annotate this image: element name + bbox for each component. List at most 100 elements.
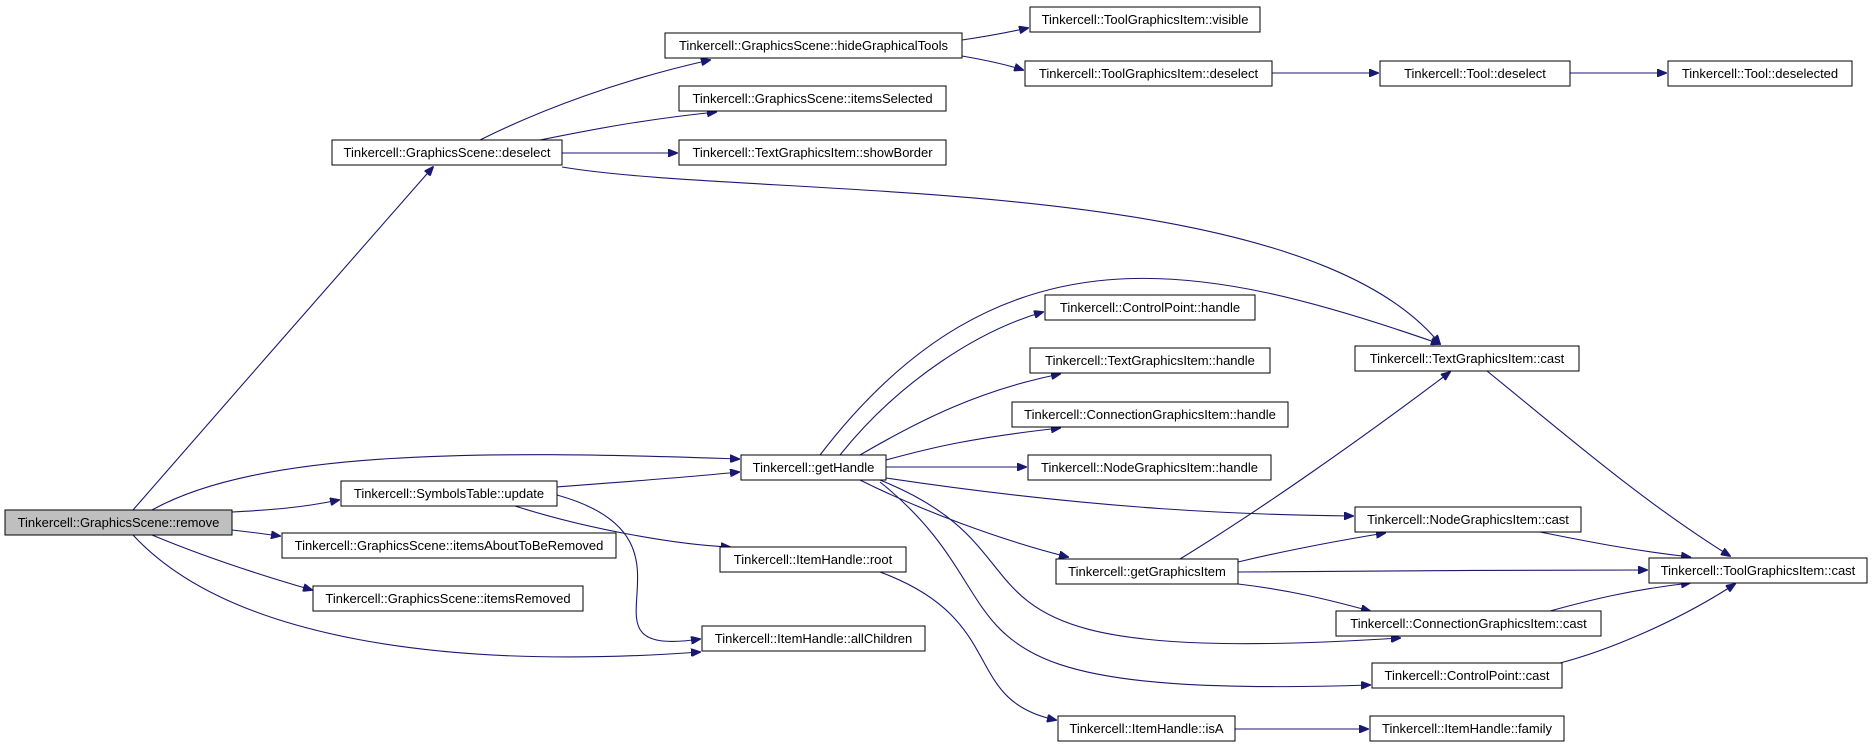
node-label: Tinkercell::ItemHandle::isA [1069,721,1223,736]
edge-remove-to-getHandle [151,454,739,511]
edge-getHandle-to-cpHandle [839,312,1043,456]
node-box [678,139,947,166]
node-box [281,532,617,559]
node-label: Tinkercell::ToolGraphicsItem::deselect [1039,66,1259,81]
node-box [1335,610,1602,637]
node-ihAllChildren[interactable]: Tinkercell::ItemHandle::allChildren [701,625,926,652]
node-ihRoot[interactable]: Tinkercell::ItemHandle::root [719,546,907,573]
node-label: Tinkercell::ControlPoint::cast [1385,668,1550,683]
edge-ihRoot-to-ihIsA [879,571,1056,720]
node-box [664,32,963,59]
node-nodeHandle[interactable]: Tinkercell::NodeGraphicsItem::handle [1027,454,1272,481]
node-aboutToRemove[interactable]: Tinkercell::GraphicsScene::itemsAboutToB… [281,532,617,559]
node-box [340,480,558,507]
node-label: Tinkercell::ItemHandle::root [734,552,893,567]
edge-hideTools-to-tgiDeselect [961,55,1023,70]
edge-getHandle-to-getGraphicsItem [859,479,1068,557]
node-itemsRemoved[interactable]: Tinkercell::GraphicsScene::itemsRemoved [312,585,584,612]
edge-txtCast-to-toolCast [1486,370,1730,556]
node-label: Tinkercell::Tool::deselect [1404,66,1546,81]
node-label: Tinkercell::GraphicsScene::itemsRemoved [325,591,570,606]
node-label: Tinkercell::NodeGraphicsItem::cast [1367,512,1569,527]
edge-symUpdate-to-ihRoot [514,505,730,547]
edge-remove-to-ihAllChildren [132,534,700,658]
node-box [1055,558,1239,585]
node-txtCast[interactable]: Tinkercell::TextGraphicsItem::cast [1354,345,1580,372]
node-box [719,546,907,573]
edge-getHandle-to-connCast [879,479,1400,645]
edge-nodeCast-to-toolCast [1539,531,1690,557]
edge-symUpdate-to-getHandle [556,472,739,488]
node-box [331,139,563,166]
node-connHandle[interactable]: Tinkercell::ConnectionGraphicsItem::hand… [1011,401,1289,428]
node-deselect[interactable]: Tinkercell::GraphicsScene::deselect [331,139,563,166]
node-symUpdate[interactable]: Tinkercell::SymbolsTable::update [340,480,558,507]
node-label: Tinkercell::ItemHandle::allChildren [715,631,913,646]
node-box [1354,506,1582,533]
node-txtHandle[interactable]: Tinkercell::TextGraphicsItem::handle [1029,347,1271,374]
edge-symUpdate-to-ihAllChildren [556,494,700,641]
node-box [701,625,926,652]
node-ihFamily[interactable]: Tinkercell::ItemHandle::family [1369,715,1565,742]
node-label: Tinkercell::ControlPoint::handle [1060,300,1240,315]
edge-getHandle-to-connHandle [885,428,1060,461]
node-box [4,509,233,536]
edge-hideTools-to-tgiVisible [961,28,1028,41]
node-hideTools[interactable]: Tinkercell::GraphicsScene::hideGraphical… [664,32,963,59]
node-box [1379,60,1571,87]
node-cpHandle[interactable]: Tinkercell::ControlPoint::handle [1044,294,1256,321]
node-box [1354,345,1580,372]
node-ihIsA[interactable]: Tinkercell::ItemHandle::isA [1057,715,1236,742]
node-remove[interactable]: Tinkercell::GraphicsScene::remove [4,509,233,536]
node-tgiDeselect[interactable]: Tinkercell::ToolGraphicsItem::deselect [1024,60,1273,87]
node-label: Tinkercell::NodeGraphicsItem::handle [1041,460,1258,475]
node-showBorder[interactable]: Tinkercell::TextGraphicsItem::showBorder [678,139,947,166]
node-label: Tinkercell::getGraphicsItem [1068,564,1226,579]
edge-getGraphicsItem-to-txtCast [1179,372,1450,560]
node-box [1371,662,1563,689]
edge-deselect-to-itemsSelected [539,112,716,141]
node-label: Tinkercell::GraphicsScene::hideGraphical… [679,38,949,53]
node-label: Tinkercell::GraphicsScene::itemsAboutToB… [295,538,604,553]
node-getGraphicsItem[interactable]: Tinkercell::getGraphicsItem [1055,558,1239,585]
node-box [1057,715,1236,742]
node-label: Tinkercell::TextGraphicsItem::cast [1370,351,1565,366]
node-toolCast[interactable]: Tinkercell::ToolGraphicsItem::cast [1648,557,1868,584]
node-label: Tinkercell::SymbolsTable::update [354,486,544,501]
node-nodeCast[interactable]: Tinkercell::NodeGraphicsItem::cast [1354,506,1582,533]
node-itemsSelected[interactable]: Tinkercell::GraphicsScene::itemsSelected [678,85,947,112]
edge-getHandle-to-nodeCast [885,477,1353,516]
node-toolDeselect[interactable]: Tinkercell::Tool::deselect [1379,60,1571,87]
node-label: Tinkercell::ToolGraphicsItem::visible [1042,12,1249,27]
edge-deselect-to-hideTools [479,60,710,141]
node-getHandle[interactable]: Tinkercell::getHandle [740,454,887,481]
node-box [1667,60,1853,87]
node-label: Tinkercell::TextGraphicsItem::showBorder [692,145,933,160]
node-box [1648,557,1868,584]
node-box [1044,294,1256,321]
node-box [312,585,584,612]
node-label: Tinkercell::Tool::deselected [1682,66,1838,81]
nodes-layer: Tinkercell::GraphicsScene::removeTinkerc… [4,6,1868,742]
node-connCast[interactable]: Tinkercell::ConnectionGraphicsItem::cast [1335,610,1602,637]
edge-getHandle-to-txtHandle [859,374,1060,456]
edge-getGraphicsItem-to-toolCast [1237,570,1647,572]
node-label: Tinkercell::ConnectionGraphicsItem::cast [1350,616,1587,631]
node-box [1029,6,1261,33]
node-box [678,85,947,112]
node-label: Tinkercell::ConnectionGraphicsItem::hand… [1024,407,1276,422]
node-label: Tinkercell::GraphicsScene::deselect [344,145,551,160]
edge-remove-to-deselect [132,167,433,511]
edge-remove-to-aboutToRemove [231,529,280,536]
node-tgiVisible[interactable]: Tinkercell::ToolGraphicsItem::visible [1029,6,1261,33]
node-box [1029,347,1271,374]
node-label: Tinkercell::GraphicsScene::itemsSelected [692,91,932,106]
node-box [1369,715,1565,742]
node-cpCast[interactable]: Tinkercell::ControlPoint::cast [1371,662,1563,689]
node-toolDeselected[interactable]: Tinkercell::Tool::deselected [1667,60,1853,87]
edge-remove-to-symUpdate [231,500,339,513]
edge-remove-to-itemsRemoved [151,534,312,590]
edge-getGraphicsItem-to-connCast [1237,583,1370,611]
node-label: Tinkercell::GraphicsScene::remove [18,515,220,530]
node-label: Tinkercell::getHandle [753,460,875,475]
